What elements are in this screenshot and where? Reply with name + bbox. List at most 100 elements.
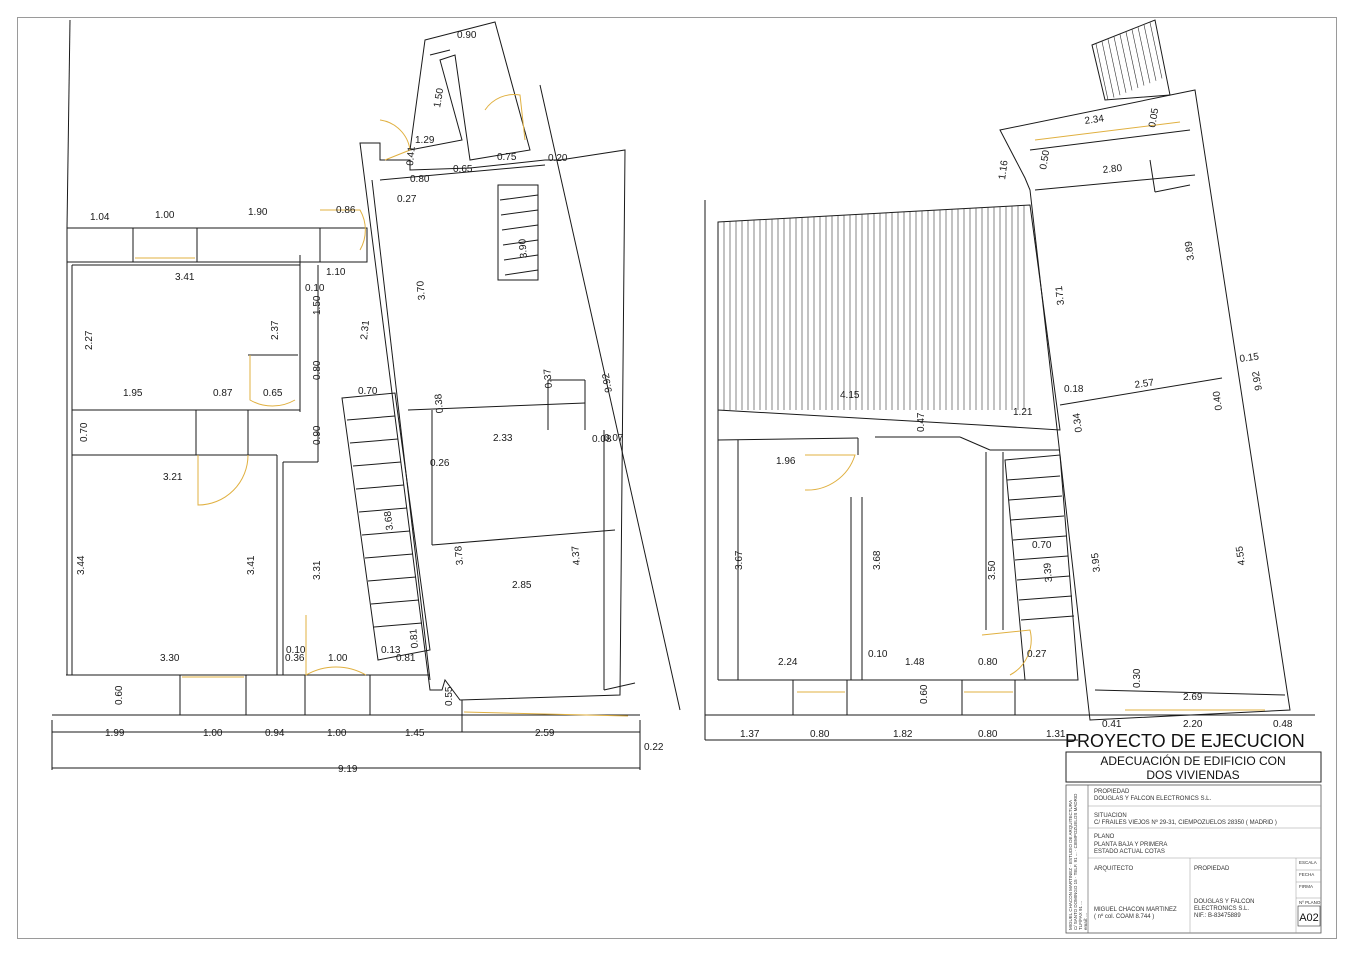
propiedad2-line2: ELECTRONICS S.L. — [1194, 906, 1249, 912]
dim-label: 0.36 — [285, 653, 305, 664]
dim-label: 3.41 — [175, 272, 195, 283]
propiedad-value: DOUGLAS Y FALCON ELECTRONICS S.L. — [1094, 796, 1211, 802]
left-floor-plan — [51, 19, 681, 770]
stair-hatch-line — [1137, 27, 1151, 84]
dim-label: 0.50 — [1038, 149, 1052, 171]
dim-label: 2.37 — [270, 320, 281, 340]
title-block: PROYECTO DE EJECUCION ADECUACIÓN DE EDIF… — [1065, 731, 1322, 934]
stair-hatch-line — [1113, 36, 1127, 93]
dim-label: 3.44 — [76, 555, 87, 575]
firma-label: FIRMA — [1299, 884, 1313, 889]
dim-label: 0.90 — [312, 425, 323, 445]
stair-hatch-line — [1101, 41, 1115, 98]
dim-label: 1.37 — [740, 729, 760, 740]
dim-label: 4.55 — [1234, 545, 1248, 566]
situacion-value: C/ FRAILES VIEJOS Nº 29-31, CIEMPOZUELOS… — [1094, 819, 1277, 826]
stair-hatch-line — [1125, 31, 1139, 89]
dim-label: 0.70 — [1032, 540, 1052, 551]
dim-label: 2.85 — [512, 580, 532, 591]
stair-hatch-line — [1149, 22, 1163, 79]
dim-label: 0.47 — [916, 412, 927, 432]
dim-label: 3.39 — [1042, 562, 1055, 583]
dim-label: 0.30 — [1132, 668, 1143, 688]
dim-label: 4.37 — [570, 545, 583, 566]
dim-label: 0.10 — [868, 649, 888, 660]
dim-label: 3.78 — [453, 545, 466, 566]
vertical-architect-line3: TLF/FAX 91 ... — [1078, 901, 1083, 930]
propiedad2-line1: DOUGLAS Y FALCON — [1194, 899, 1254, 905]
arquitecto-label: ARQUITECTO — [1094, 866, 1134, 872]
propiedad2-label: PROPIEDAD — [1194, 866, 1230, 872]
dim-label: 0.60 — [114, 685, 125, 705]
door-swings-left — [135, 94, 629, 717]
plano-label: PLANO — [1094, 834, 1115, 840]
dim-label: 3.95 — [1090, 552, 1103, 573]
dim-label: 0.65 — [453, 164, 473, 175]
dim-label: 1.00 — [328, 653, 348, 664]
dim-label: 0.27 — [397, 194, 417, 205]
dim-label: 0.81 — [396, 653, 416, 664]
dim-label: 0.34 — [1071, 412, 1085, 433]
project-type-title: PROYECTO DE EJECUCION — [1065, 731, 1305, 751]
door-swings-right — [797, 121, 1265, 711]
dim-label: 0.20 — [548, 153, 568, 164]
dim-label: 0.55 — [444, 686, 455, 706]
dim-label: 1.82 — [893, 729, 913, 740]
dim-label: 0.05 — [1147, 107, 1161, 129]
dim-label: 0.37 — [542, 368, 555, 389]
stair-hatch-line — [1143, 24, 1157, 81]
arquitecto-name: MIGUEL CHACON MARTINEZ — [1094, 907, 1177, 913]
dim-label: 1.48 — [905, 657, 925, 668]
dim-label: 0.48 — [1273, 719, 1293, 730]
dim-label: 0.08 — [592, 434, 612, 445]
dim-label: 0.80 — [978, 729, 998, 740]
dim-label: 0.13 — [381, 645, 401, 656]
dim-label: 1.95 — [123, 388, 143, 399]
dim-label: 2.31 — [359, 319, 372, 340]
dim-label: 0.70 — [358, 386, 378, 397]
dim-label: 0.70 — [79, 422, 90, 442]
dim-label: 2.20 — [1183, 719, 1203, 730]
dim-label: 0.80 — [978, 657, 998, 668]
dim-label: 0.10 — [305, 283, 325, 294]
stair-hatch-line — [1095, 43, 1109, 101]
dim-label: 0.65 — [263, 388, 283, 399]
dim-label: 0.41 — [1102, 719, 1122, 730]
dim-label: 0.40 — [1211, 390, 1225, 411]
dim-label: 0.18 — [1064, 384, 1084, 395]
dim-label: 1.16 — [997, 159, 1011, 180]
dim-label: 0.60 — [919, 684, 930, 704]
vertical-architect-line4: email: ... — [1083, 913, 1088, 930]
dim-label: 9.92 — [601, 372, 615, 394]
vertical-architect-line2: C/ SANTO DOMINGO 15 · TELF. 91 ... · CIE… — [1073, 793, 1078, 930]
dim-label: 1.10 — [326, 267, 346, 278]
dim-label: 0.15 — [1239, 351, 1260, 365]
plano-num-label: Nº PLANO — [1299, 900, 1321, 905]
right-dimensions: 2.34 0.05 0.50 1.16 2.80 3.71 3.89 9.92 … — [734, 107, 1293, 740]
situacion-label: SITUACION — [1094, 813, 1127, 819]
dim-label: 3.50 — [987, 560, 998, 580]
dim-label: 3.70 — [415, 280, 428, 301]
dim-label: 0.87 — [213, 388, 233, 399]
dim-label: 1.99 — [105, 728, 125, 739]
vertical-architect-line1: MIGUEL CHACON MARTINEZ · ESTUDIO DE ARQU… — [1068, 800, 1073, 930]
stair-hatch — [1095, 22, 1163, 101]
dim-label: 0.10 — [286, 645, 306, 656]
dim-label: 1.04 — [90, 212, 110, 223]
dim-label: 1.50 — [312, 295, 323, 315]
dim-label: 0.22 — [644, 742, 664, 753]
dim-label: 1.00 — [155, 210, 175, 221]
dim-label: 9.92 — [1251, 370, 1265, 392]
right-floor-plan — [704, 19, 1315, 741]
dim-label: 0.80 — [410, 174, 430, 185]
dim-label: 9.19 — [338, 764, 358, 775]
dim-label: 2.80 — [1102, 163, 1123, 176]
project-name-line2: DOS VIVIENDAS — [1146, 768, 1239, 782]
dim-label: 0.86 — [336, 205, 356, 216]
dim-label: 3.21 — [163, 472, 183, 483]
roof-hatch — [723, 205, 1025, 410]
dim-label: 0.90 — [457, 30, 477, 41]
stair-hatch-line — [1131, 29, 1145, 86]
dim-label: 0.75 — [497, 152, 517, 163]
